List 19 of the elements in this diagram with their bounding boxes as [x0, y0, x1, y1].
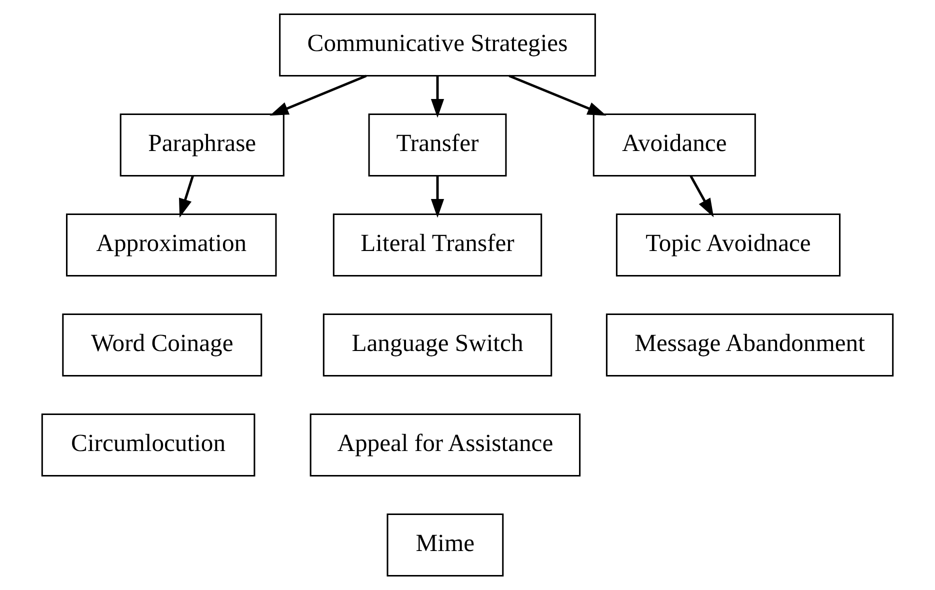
arrow	[508, 74, 606, 116]
node-box: Message Abandonment	[606, 313, 894, 377]
node-box: Language Switch	[322, 313, 552, 377]
arrow	[270, 74, 367, 116]
node-box: Approximation	[66, 213, 277, 277]
arrow	[690, 176, 714, 218]
node-box: Communicative Strategies	[279, 13, 596, 77]
node-box: Avoidance	[592, 113, 756, 177]
node-box: Literal Transfer	[332, 213, 542, 277]
arrow	[179, 176, 194, 218]
arrow	[430, 176, 444, 218]
node-box: Paraphrase	[120, 113, 284, 177]
node-box: Transfer	[368, 113, 507, 177]
arrow	[430, 76, 444, 118]
node-box: Mime	[386, 513, 504, 577]
node-box: Appeal for Assistance	[310, 413, 581, 477]
node-box: Word Coinage	[62, 313, 262, 377]
node-box: Circumlocution	[41, 413, 256, 477]
node-box: Topic Avoidnace	[616, 213, 841, 277]
